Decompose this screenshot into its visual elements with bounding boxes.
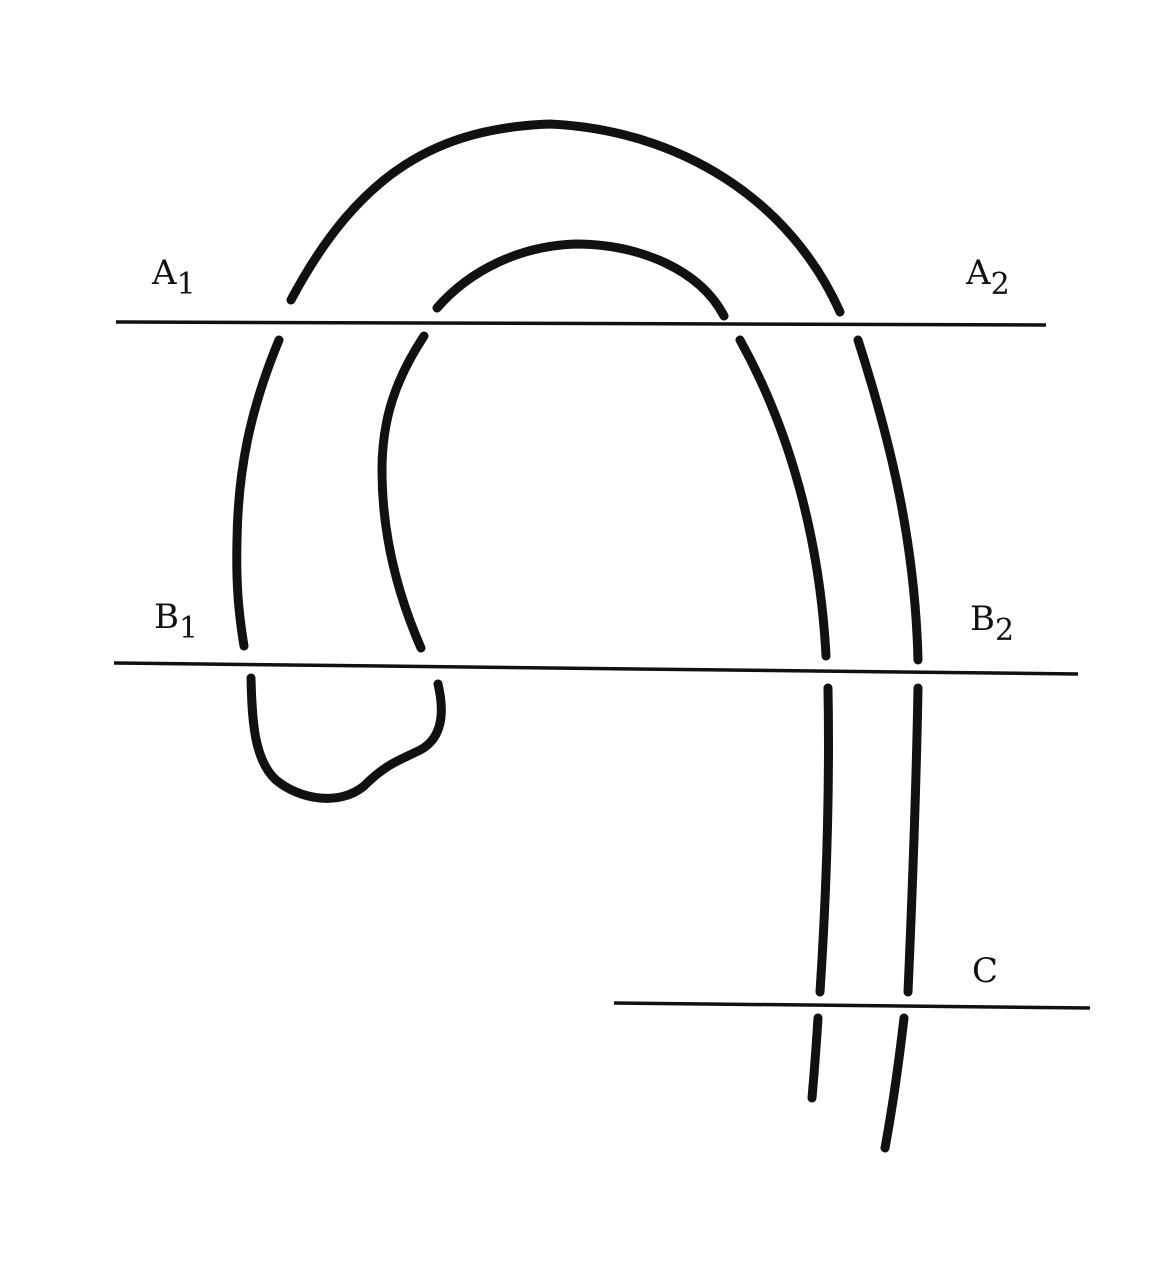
label-a1-subscript: 1: [177, 267, 196, 302]
inner-wall: [377, 239, 834, 1103]
outer-wall-right-middle: [903, 683, 923, 997]
label-b2-letter: B: [970, 599, 995, 639]
label-a1: A1: [151, 253, 196, 302]
outer-wall-left-upper: [286, 119, 845, 317]
label-a2-subscript: 2: [991, 267, 1010, 302]
inner-wall-upper: [432, 239, 729, 321]
section-line-a: [115, 320, 1047, 327]
label-b1-subscript: 1: [179, 611, 198, 646]
section-line-c: [613, 1001, 1091, 1010]
label-b1: B1: [154, 597, 198, 646]
label-c-letter: C: [972, 951, 998, 991]
label-a2-letter: A: [965, 253, 991, 293]
label-b2-subscript: 2: [995, 613, 1014, 648]
section-line-b: [113, 661, 1079, 676]
inner-wall-left-lower: [377, 331, 429, 653]
inner-wall-right-lower: [807, 1013, 823, 1103]
outer-wall-left-lower: [232, 335, 284, 651]
aortic-root-pouch: [246, 673, 446, 803]
label-a1-letter: A: [151, 253, 177, 293]
label-a2: A2: [965, 253, 1010, 302]
label-b2: B2: [970, 599, 1014, 648]
inner-wall-right-middle: [815, 683, 834, 997]
outer-wall-right-lower: [880, 1013, 909, 1153]
label-c: C: [972, 951, 998, 991]
outer-wall: [232, 119, 923, 1153]
inner-wall-right-upper: [735, 335, 831, 661]
outer-wall-right-upper: [853, 335, 923, 665]
label-b1-letter: B: [154, 597, 179, 637]
